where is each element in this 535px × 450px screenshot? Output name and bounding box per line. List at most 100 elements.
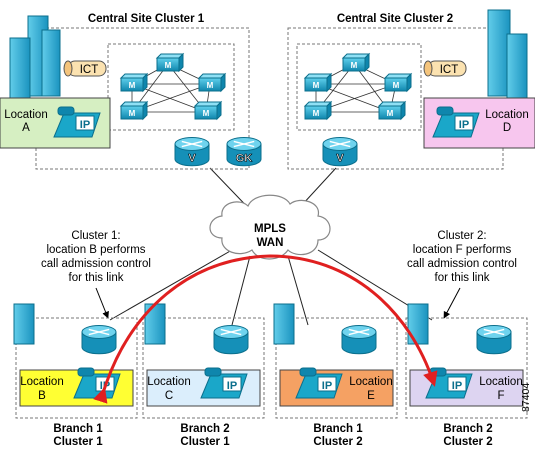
callmanager-side bbox=[364, 52, 370, 73]
location-a-letter: A bbox=[22, 122, 30, 134]
router-arrows bbox=[88, 328, 110, 336]
branch-cluster: Cluster 2 bbox=[313, 436, 362, 448]
building-icon bbox=[13, 303, 35, 345]
router-arrows bbox=[181, 140, 203, 148]
central-site-cluster-2: Central Site Cluster 2 ICT Location D IP bbox=[287, 9, 535, 170]
location-a-box: Location A IP bbox=[0, 97, 111, 149]
callmanager-label: M bbox=[313, 109, 320, 118]
phone-ip-label: IP bbox=[227, 380, 237, 392]
annotation-1-arrow bbox=[95, 287, 109, 319]
router-arrow bbox=[483, 328, 505, 336]
callmanager-server-icon: M bbox=[155, 52, 185, 73]
callmanager-server-icon: M bbox=[341, 52, 371, 73]
branch-boundary bbox=[15, 317, 138, 419]
location-d-letter: D bbox=[503, 122, 511, 134]
phone-handset bbox=[77, 367, 95, 377]
branch-name: Branch 2 bbox=[180, 423, 229, 435]
router-icon bbox=[341, 325, 377, 355]
callmanager-side bbox=[142, 100, 148, 121]
branch-name: Branch 1 bbox=[53, 423, 103, 435]
phone-handset bbox=[57, 106, 75, 116]
router-icon bbox=[213, 325, 249, 355]
callmanager-server-icon: M bbox=[193, 100, 223, 121]
branch-boundary bbox=[275, 317, 398, 419]
building-icon bbox=[273, 303, 295, 345]
branch-cluster: Cluster 1 bbox=[180, 436, 230, 448]
cac-arc bbox=[93, 254, 438, 404]
callmanager-server-icon: M bbox=[377, 100, 407, 121]
cloud-label-line2: WAN bbox=[257, 237, 284, 249]
mpls-wan-cloud: MPLS WAN bbox=[209, 194, 331, 260]
ict-trunk-icon: ICT bbox=[423, 60, 467, 77]
callmanager-server-icon: M bbox=[303, 72, 333, 93]
phone-handset bbox=[299, 367, 317, 377]
callmanager-mesh-cluster-1: M M M M M bbox=[119, 52, 227, 121]
phone-screen bbox=[447, 376, 467, 392]
callmanager-side bbox=[142, 72, 148, 93]
router-arrow bbox=[88, 328, 110, 336]
callmanager-server-icon: M bbox=[197, 72, 227, 93]
router-arrows bbox=[483, 328, 505, 336]
router-label: GK bbox=[236, 152, 253, 164]
branch-name: Branch 1 bbox=[313, 423, 363, 435]
callmanager-side bbox=[220, 72, 226, 93]
callmanager-label: M bbox=[129, 109, 136, 118]
branch-name: Branch 2 bbox=[443, 423, 492, 435]
annotation-2-line-3: call admission control bbox=[407, 258, 517, 270]
callmanager-label: M bbox=[387, 109, 394, 118]
figure-id: 87404 bbox=[520, 383, 532, 412]
phone-ip-label: IP bbox=[322, 380, 332, 392]
branch-boundary bbox=[142, 317, 265, 419]
annotation-2-arrow bbox=[443, 287, 461, 319]
router-arrows bbox=[329, 140, 351, 148]
annotation-1-line-2: location B performs bbox=[46, 244, 145, 256]
callmanager-label: M bbox=[207, 81, 214, 90]
building-icon bbox=[9, 15, 61, 99]
phone-ip-label: IP bbox=[452, 380, 462, 392]
callmanager-label: M bbox=[393, 81, 400, 90]
router-arrows bbox=[348, 328, 370, 336]
router-icon bbox=[476, 325, 512, 355]
callmanager-side bbox=[406, 72, 412, 93]
cluster-1-title: Central Site Cluster 1 bbox=[88, 13, 205, 25]
callmanager-label: M bbox=[351, 61, 358, 70]
annotation-1-line-1: Cluster 1: bbox=[71, 230, 120, 242]
branch-location-letter: C bbox=[165, 390, 173, 402]
branch-location-letter: F bbox=[497, 390, 504, 402]
ip-phone-icon: IP bbox=[53, 106, 101, 138]
location-d-box: Location D IP bbox=[423, 97, 535, 149]
callmanager-label: M bbox=[129, 81, 136, 90]
router-icon: GK bbox=[226, 137, 262, 167]
ip-phone-icon: IP bbox=[425, 367, 473, 399]
annotation-1-line-3: call admission control bbox=[41, 258, 151, 270]
router-arrow bbox=[329, 140, 351, 148]
callmanager-side bbox=[400, 100, 406, 121]
branch-cluster: Cluster 1 bbox=[53, 436, 103, 448]
router-label: V bbox=[188, 152, 196, 164]
cluster-1-callmanager-group bbox=[107, 43, 235, 131]
cloud-label-line1: MPLS bbox=[254, 223, 286, 235]
branch-location-label: Location bbox=[20, 376, 63, 388]
phone-screen bbox=[75, 115, 95, 131]
callmanager-side bbox=[178, 52, 184, 73]
annotation-cluster-2: Cluster 2: location F performs call admi… bbox=[407, 230, 517, 319]
router-icon: V bbox=[174, 137, 210, 167]
ict-label-2: ICT bbox=[440, 64, 459, 76]
router-arrows bbox=[220, 328, 242, 336]
callmanager-server-icon: M bbox=[383, 72, 413, 93]
location-a-label: Location bbox=[4, 109, 47, 121]
annotation-2-line-1: Cluster 2: bbox=[437, 230, 486, 242]
router-arrow bbox=[348, 328, 370, 336]
ip-phone-icon: IP bbox=[432, 106, 480, 138]
callmanager-label: M bbox=[313, 81, 320, 90]
callmanager-label: M bbox=[165, 61, 172, 70]
callmanager-side bbox=[216, 100, 222, 121]
callmanager-mesh-cluster-2: M M M M M bbox=[303, 52, 413, 121]
